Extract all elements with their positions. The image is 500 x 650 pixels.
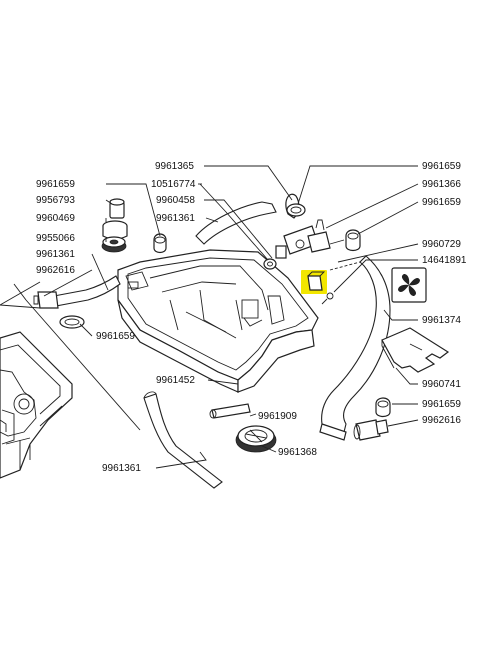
label-9961909: 9961909	[258, 411, 297, 422]
label-9961361-top: 9961361	[156, 213, 195, 224]
nozzle-right	[353, 419, 389, 441]
highlighted-part-14641891	[301, 270, 327, 294]
label-9962616-left: 9962616	[36, 265, 75, 276]
clamp-valve-top	[286, 203, 306, 217]
bracket-9960741	[381, 327, 450, 373]
label-9961659-left: 9961659	[36, 179, 75, 190]
valve-9961366	[275, 219, 331, 259]
label-9960469: 9960469	[36, 213, 75, 224]
screw-small	[321, 292, 334, 305]
label-9961361-bottom: 9961361	[102, 463, 141, 474]
label-9961366: 9961366	[422, 179, 461, 190]
nozzle-left	[33, 291, 59, 309]
clamp-left-top	[153, 233, 167, 254]
label-9961374: 9961374	[422, 315, 461, 326]
hose-piece-small	[209, 403, 251, 419]
hose-left-short	[53, 275, 121, 307]
leader-lines	[43, 165, 419, 469]
water-tank	[117, 249, 319, 393]
label-9956793: 9956793	[36, 195, 75, 206]
label-9961659-right-lower: 9961659	[422, 399, 461, 410]
label-9961361-left: 9961361	[36, 249, 75, 260]
label-9960729: 9960729	[422, 239, 461, 250]
part-labels: 9961365 10516774 9960458 9961361 9961659…	[36, 161, 467, 474]
fan-icon	[398, 274, 420, 296]
clamp-left	[59, 315, 85, 329]
label-9962616-right: 9962616	[422, 415, 461, 426]
label-9961452: 9961452	[156, 375, 195, 386]
appliance-housing	[0, 331, 73, 479]
housing-leader-lines	[0, 281, 141, 431]
label-9955066: 9955066	[36, 233, 75, 244]
nut-9960458	[263, 258, 277, 270]
fan-label-plate	[391, 267, 427, 303]
hose-bottom	[143, 393, 223, 489]
label-9960458: 9960458	[156, 195, 195, 206]
cap-9960469	[102, 220, 128, 240]
hose-right-long	[321, 255, 391, 433]
label-9961368: 9961368	[278, 447, 317, 458]
label-9960741: 9960741	[422, 379, 461, 390]
clamp-right-lower	[375, 397, 391, 418]
label-9961659-left-lower: 9961659	[96, 331, 135, 342]
label-9961365: 9961365	[155, 161, 194, 172]
grommet-9955066	[101, 236, 127, 253]
clamp-right-top	[345, 229, 361, 252]
label-10516774: 10516774	[151, 179, 196, 190]
label-9961659-right-top: 9961659	[422, 161, 461, 172]
label-14641891: 14641891	[422, 255, 467, 266]
label-9961659-right: 9961659	[422, 197, 461, 208]
grommet-9956793	[109, 198, 125, 219]
cap-9961368	[235, 425, 277, 453]
